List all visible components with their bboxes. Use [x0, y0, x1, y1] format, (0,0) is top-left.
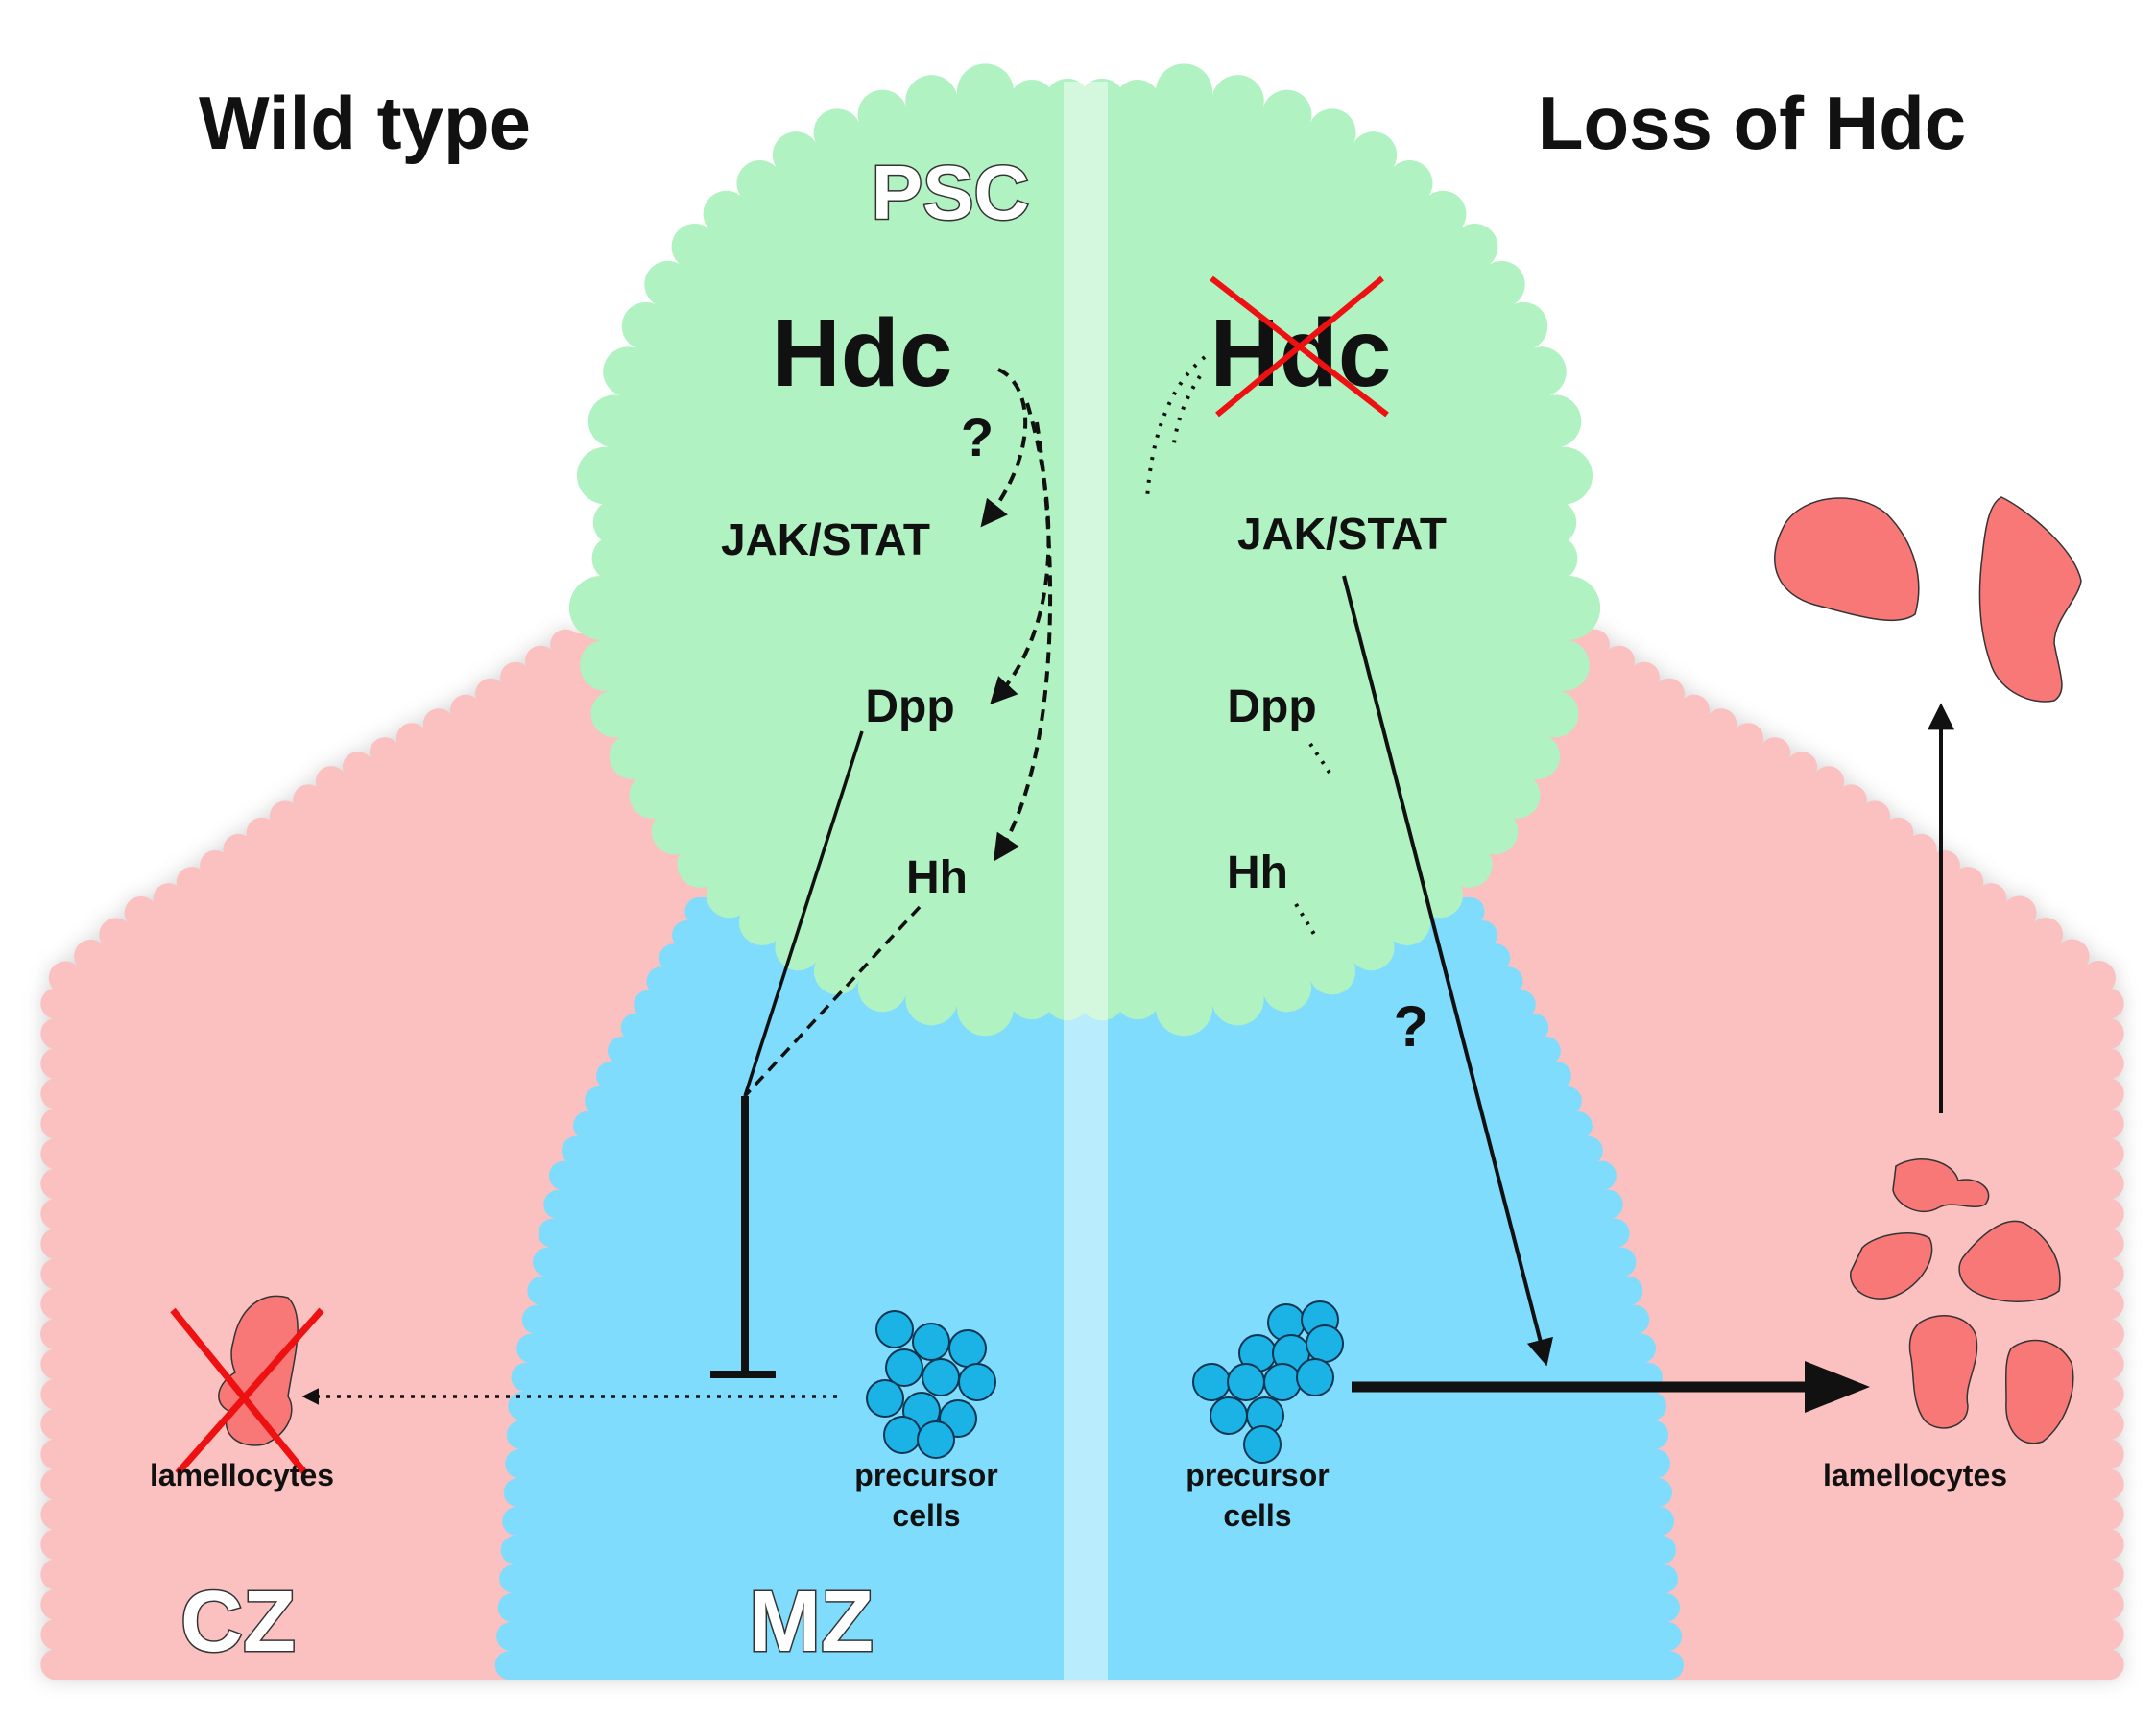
loh-lamellocyte-cluster — [1850, 1158, 2074, 1444]
loh-lamellocytes-label: lamellocytes — [1823, 1458, 2007, 1492]
wt-hh-inhibition-line — [743, 905, 922, 1098]
precursor-cell — [1192, 1363, 1231, 1401]
wt-dpp-label: Dpp — [865, 681, 954, 732]
released-lamellocyte-1 — [1774, 497, 1920, 622]
wt-hdc-label: Hdc — [772, 299, 953, 407]
medullary-zone-region — [494, 896, 1685, 1680]
precursor-cell — [875, 1310, 914, 1348]
precursor-cell — [885, 1348, 923, 1387]
wt-lamellocyte-cross-a — [170, 1307, 308, 1476]
wt-precursor-label-line1: precursor — [854, 1458, 997, 1492]
precursor-cell — [1263, 1363, 1302, 1401]
precursor-cell — [1210, 1396, 1248, 1435]
loss-of-hdc-panel: Hdc JAK/STAT Dpp Hh ? precursor cells la… — [1145, 275, 2082, 1533]
lamellocyte-3 — [1958, 1220, 2061, 1302]
precursor-cell — [912, 1323, 950, 1361]
psc-label: PSC — [872, 150, 1030, 235]
wt-precursor-cell-cluster — [866, 1310, 996, 1459]
loh-thick-arrowhead — [1805, 1361, 1870, 1413]
psc-region — [568, 63, 1601, 1037]
loh-hh-label: Hh — [1227, 847, 1288, 898]
loh-question-mark: ? — [1394, 994, 1429, 1059]
precursor-cell — [948, 1329, 987, 1368]
title-loss-of-hdc: Loss of Hdc — [1538, 81, 1966, 165]
precursor-cell — [1306, 1324, 1344, 1363]
precursor-cell — [917, 1420, 955, 1459]
precursor-cell — [1296, 1358, 1334, 1396]
loh-hdc-dotted-arc-1 — [1145, 355, 1207, 500]
precursor-cell — [866, 1379, 904, 1418]
center-divider — [1064, 82, 1108, 1680]
loh-dpp-label: Dpp — [1227, 681, 1316, 732]
released-lamellocyte-2 — [1978, 496, 2082, 703]
lamellocyte-5 — [2004, 1339, 2074, 1444]
loh-jakstat-arrow — [1342, 575, 1553, 1367]
cz-label: CZ — [180, 1574, 296, 1670]
wild-type-panel: Hdc ? JAK/STAT Dpp Hh precursor cells la… — [150, 299, 1053, 1533]
lamellocyte-4 — [1908, 1315, 1978, 1429]
precursor-cell — [922, 1358, 960, 1396]
wt-dpp-inhibition-line — [743, 730, 864, 1097]
lamellocyte-1 — [1892, 1158, 1990, 1213]
wt-precursor-label-line2: cells — [892, 1498, 960, 1533]
lamellocyte-2 — [1850, 1232, 1933, 1300]
precursor-cell — [883, 1416, 922, 1454]
precursor-cell — [1243, 1425, 1282, 1464]
wt-hdc-to-hh-arrow — [993, 421, 1053, 862]
wt-hh-label: Hh — [906, 852, 968, 903]
title-wild-type: Wild type — [199, 81, 531, 165]
wt-jakstat-label: JAK/STAT — [721, 514, 930, 564]
loh-hdc-dotted-arc-2 — [1171, 374, 1202, 452]
loh-precursor-label-line1: precursor — [1186, 1458, 1329, 1492]
loh-hdc-label: Hdc — [1210, 299, 1392, 407]
wt-lamellocyte-crossed — [170, 1295, 324, 1476]
precursor-cell — [1227, 1363, 1265, 1401]
loh-precursor-label-line2: cells — [1223, 1498, 1291, 1533]
loh-jakstat-label: JAK/STAT — [1237, 509, 1447, 559]
mz-label: MZ — [749, 1574, 874, 1670]
loh-hdc-cross-b — [1215, 275, 1384, 418]
wt-lamellocyte-cross-b — [175, 1307, 324, 1476]
loh-precursor-cell-cluster — [1192, 1300, 1344, 1464]
wt-hdc-to-jakstat-arrow — [980, 368, 1028, 528]
wt-lamellocytes-label: lamellocytes — [150, 1458, 334, 1492]
wt-question-mark: ? — [961, 407, 994, 467]
precursor-cell — [958, 1363, 996, 1401]
